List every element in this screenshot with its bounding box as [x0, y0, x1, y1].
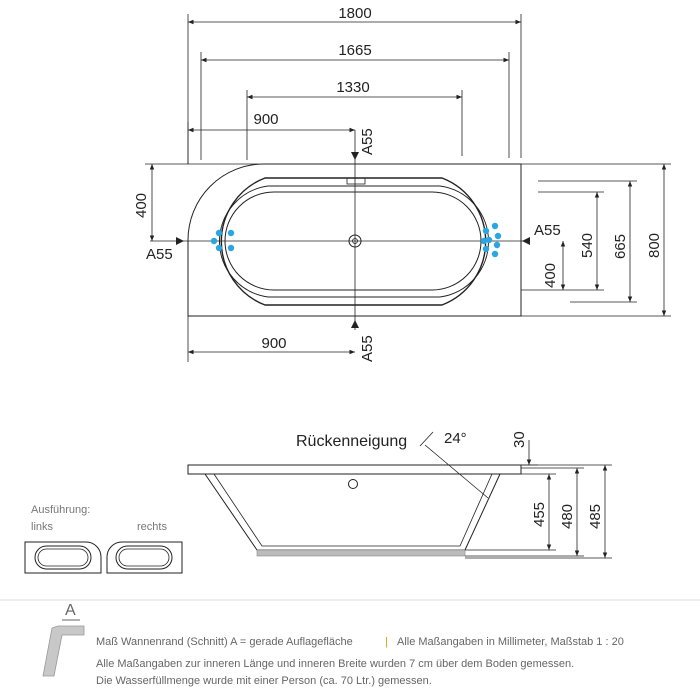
section-a55-right-label: A55: [534, 222, 561, 239]
side-view: Rückenneigung 24° 30 455 480 485: [187, 430, 612, 559]
dim-455-text: 455: [531, 502, 548, 527]
air-jet-left: [227, 244, 235, 252]
tub-outer-outline: [187, 163, 522, 317]
section-arrow-top: [351, 152, 359, 160]
dimension-1665: 1665: [200, 42, 510, 160]
dimension-485: 485: [465, 464, 612, 559]
section-arrow-right: [522, 237, 530, 245]
side-shell-inner: [213, 473, 493, 547]
air-jet-right: [493, 241, 501, 249]
variant-left-icon: [24, 541, 102, 574]
dim-480-text: 480: [559, 504, 576, 529]
variant-left-label: links: [31, 521, 54, 533]
section-arrow-left: [176, 237, 184, 245]
backrest-label: Rückenneigung: [296, 433, 407, 450]
backrest-angle: 24°: [444, 430, 467, 447]
variant-right-icon: [106, 541, 183, 574]
air-jets-left: [210, 229, 235, 252]
overflow-outlet: [346, 177, 366, 185]
dim-540-text: 540: [579, 233, 596, 258]
dimension-right-400: 400: [521, 241, 570, 291]
air-jet-left: [215, 229, 223, 237]
tub-rim-inner: [218, 185, 490, 298]
side-feet: [256, 549, 466, 557]
dimension-1800: 1800: [187, 5, 522, 164]
dim-485-text: 485: [587, 504, 604, 529]
dimension-900-bottom: 900: [187, 316, 355, 362]
air-jet-right: [485, 236, 493, 244]
air-jet-right: [491, 250, 499, 258]
legend-line2: Alle Maßangaben zur inneren Länge und in…: [96, 658, 574, 670]
dimension-455: 455: [465, 473, 556, 551]
dim-1330-text: 1330: [336, 79, 369, 96]
legend-line1-b: Alle Maßangaben in Millimeter, Maßstab 1…: [397, 636, 624, 648]
section-arrow-bottom: [351, 320, 359, 328]
dimension-30: 30: [510, 431, 538, 466]
air-jet-right: [491, 222, 499, 230]
air-jet-left: [210, 237, 218, 245]
backrest-leader: [424, 444, 489, 499]
dim-665-text: 665: [612, 234, 629, 259]
legend-line1-separator: |: [385, 636, 388, 648]
backrest-angle-marker: [419, 431, 434, 447]
air-jet-right: [480, 237, 488, 245]
legend-line3: Die Wasserfüllmenge wurde mit einer Pers…: [96, 675, 432, 687]
air-jet-left: [227, 229, 235, 237]
tub-basin: [224, 191, 482, 291]
air-jet-right: [482, 227, 490, 235]
section-a55-top-label: A55: [359, 128, 376, 155]
variants: Ausführung: links rechts: [24, 504, 183, 574]
variants-title: Ausführung:: [31, 504, 90, 516]
dimension-540: 540: [538, 191, 604, 291]
section-a55-bottom-label: A55: [359, 335, 376, 362]
dim-30-text: 30: [511, 431, 528, 448]
air-jet-right: [482, 245, 490, 253]
dim-1665-text: 1665: [338, 42, 371, 59]
dimension-900-top: 900: [187, 111, 355, 164]
section-a55-left-label: A55: [146, 246, 173, 263]
rim-detail-label: A: [65, 602, 76, 619]
legend-line1-a: Maß Wannenrand (Schnitt) A = gerade Aufl…: [96, 636, 353, 648]
variant-right-label: rechts: [137, 521, 167, 533]
side-shell: [204, 473, 501, 551]
dimension-480: 480: [465, 467, 584, 557]
air-jet-left: [215, 244, 223, 252]
side-rim: [187, 464, 522, 475]
air-jets-right: [480, 222, 502, 258]
dim-left-400-text: 400: [133, 193, 150, 218]
tub-rim: [220, 177, 487, 306]
air-jet-right: [494, 232, 502, 240]
side-overflow: [348, 479, 358, 489]
dim-right-400-text: 400: [542, 263, 559, 288]
dim-800-text: 800: [646, 233, 663, 258]
dim-900-bottom-text: 900: [261, 335, 286, 352]
dim-1800-text: 1800: [338, 5, 371, 22]
dim-900-top-text: 900: [253, 111, 278, 128]
dimension-665: 665: [538, 180, 637, 303]
dimension-1330: 1330: [246, 79, 463, 160]
rim-detail-symbol: A: [42, 602, 85, 677]
dimension-left-400: 400: [133, 163, 258, 241]
dimension-800: 800: [521, 163, 671, 317]
top-view: 1800 1665 1330 900 A55 900 A55: [133, 5, 671, 362]
